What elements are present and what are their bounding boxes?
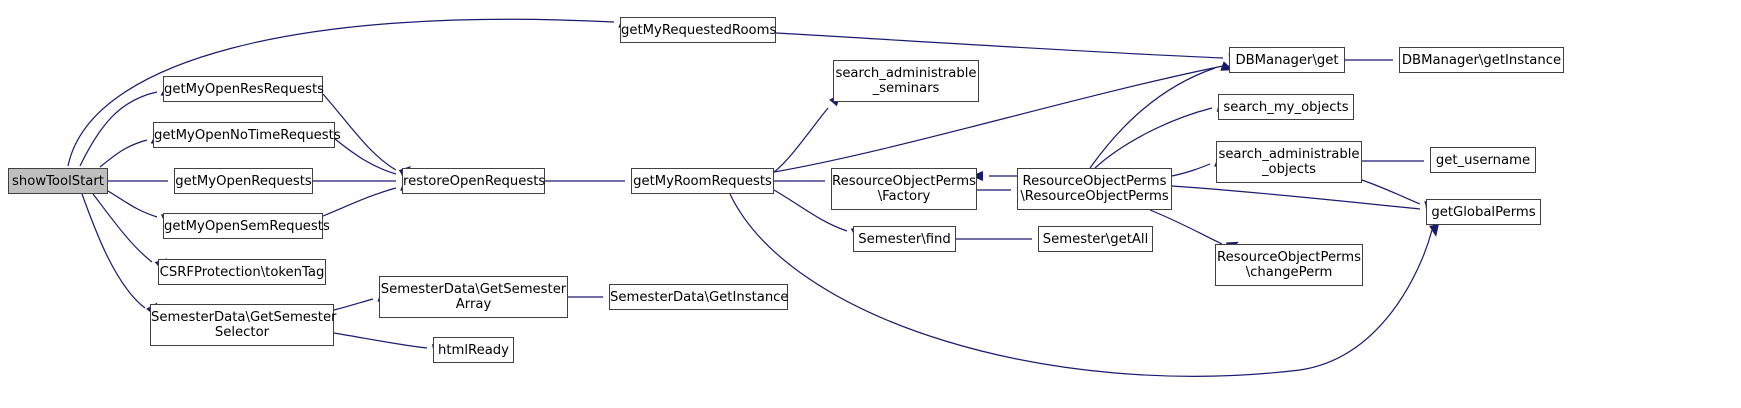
- edge-getMyRequestedRooms-to-DBManagerGet: [775, 32, 1224, 59]
- edge-showToolStart-to-getMyOpenSemRequests: [107, 190, 158, 218]
- graph-node-label: getMyOpenNoTimeRequests: [154, 127, 341, 143]
- graph-node-getMyOpenSemRequests[interactable]: getMyOpenSemRequests: [163, 213, 330, 239]
- edge-ROPROP-to-search_administrable_objects: [1171, 163, 1211, 177]
- graph-node-SemesterData_GetInstance[interactable]: SemesterData\GetInstance: [609, 284, 789, 310]
- graph-node-get_username[interactable]: get_username: [1430, 147, 1536, 173]
- graph-node-label: ResourceObjectPerms \Factory: [832, 174, 976, 204]
- graph-node-label: search_my_objects: [1223, 99, 1349, 115]
- edge-getMyOpenNoTimeRequests-to-restoreOpenRequests: [334, 138, 397, 175]
- edge-showToolStart-to-getMyRequestedRooms: [67, 18, 615, 167]
- graph-node-SemesterData_GetSemesterArray[interactable]: SemesterData\GetSemester Array: [379, 276, 568, 318]
- graph-node-label: getMyRequestedRooms: [621, 22, 777, 38]
- graph-node-label: getMyOpenRequests: [175, 173, 312, 189]
- graph-node-label: SemesterData\GetSemester Selector: [151, 310, 337, 340]
- edge-SemesterSelector-to-SemesterArray: [333, 298, 374, 311]
- graph-node-Semester_find[interactable]: Semester\find: [853, 226, 956, 252]
- graph-node-label: Semester\find: [858, 231, 951, 247]
- graph-node-label: getMyOpenSemRequests: [164, 218, 330, 234]
- graph-node-label: restoreOpenRequests: [403, 173, 546, 189]
- edge-ROPROP-to-search_my_objects: [1094, 107, 1213, 169]
- graph-node-label: ResourceObjectPerms \ResourceObjectPerms: [1020, 174, 1169, 204]
- edge-ROPROP-to-changePerm: [1149, 209, 1223, 245]
- edge-showToolStart-to-getMyOpenResRequests: [79, 91, 158, 167]
- graph-node-label: SemesterData\GetInstance: [610, 289, 789, 305]
- graph-node-ResourceObjectPerms_changePerm[interactable]: ResourceObjectPerms \changePerm: [1215, 244, 1363, 286]
- edge-getMyOpenSemRequests-to-restoreOpenRequests: [322, 187, 397, 217]
- graph-node-getMyRoomRequests[interactable]: getMyRoomRequests: [631, 168, 774, 194]
- graph-node-CSRFProtection_tokenTag[interactable]: CSRFProtection\tokenTag: [158, 259, 326, 285]
- graph-node-label: ResourceObjectPerms \changePerm: [1217, 250, 1361, 280]
- graph-node-getMyRequestedRooms[interactable]: getMyRequestedRooms: [620, 17, 776, 43]
- graph-node-search_my_objects[interactable]: search_my_objects: [1218, 94, 1354, 120]
- graph-node-label: getMyOpenResRequests: [164, 81, 325, 97]
- graph-node-ResourceObjectPerms_ResourceObjectPerms[interactable]: ResourceObjectPerms \ResourceObjectPerms: [1017, 168, 1172, 210]
- edge-showToolStart-to-getMyOpenNoTimeRequests: [99, 139, 148, 168]
- graph-node-label: getMyRoomRequests: [633, 173, 772, 189]
- graph-node-search_administrable_seminars[interactable]: search_administrable _seminars: [833, 60, 979, 102]
- graph-node-label: htmlReady: [438, 342, 509, 358]
- graph-node-htmlReady[interactable]: htmlReady: [433, 337, 514, 363]
- edge-showToolStart-to-SemesterSelector: [81, 193, 146, 309]
- edge-ROPROP-to-DBManagerGet: [1089, 67, 1216, 169]
- arrowhead-getMyRoomRequests-to-getGlobalPerms: [1429, 224, 1439, 237]
- graph-node-getMyOpenResRequests[interactable]: getMyOpenResRequests: [163, 76, 325, 102]
- graph-node-DBManager_getInstance[interactable]: DBManager\getInstance: [1399, 47, 1564, 73]
- graph-node-Semester_getAll[interactable]: Semester\getAll: [1038, 226, 1153, 252]
- graph-node-label: getGlobalPerms: [1431, 204, 1536, 220]
- graph-node-SemesterData_GetSemesterSelector[interactable]: SemesterData\GetSemester Selector: [150, 304, 337, 346]
- edge-ROPROP-to-getGlobalPerms: [1171, 185, 1421, 210]
- edge-SemesterSelector-to-htmlReady: [333, 332, 428, 349]
- graph-node-label: search_administrable _seminars: [835, 66, 977, 96]
- graph-node-getGlobalPerms[interactable]: getGlobalPerms: [1426, 199, 1541, 225]
- graph-node-label: SemesterData\GetSemester Array: [380, 282, 567, 312]
- graph-node-search_administrable_objects[interactable]: search_administrable _objects: [1216, 141, 1362, 183]
- graph-node-label: get_username: [1435, 152, 1531, 168]
- edge-search_administrable_objects-to-getGlobalPerms: [1361, 179, 1421, 205]
- graph-node-restoreOpenRequests[interactable]: restoreOpenRequests: [402, 168, 545, 194]
- edge-showToolStart-to-CSRFProtection: [92, 193, 153, 263]
- graph-node-getMyOpenRequests[interactable]: getMyOpenRequests: [174, 168, 313, 194]
- graph-node-label: CSRFProtection\tokenTag: [159, 264, 325, 280]
- graph-node-label: DBManager\get: [1235, 52, 1339, 68]
- graph-node-DBManager_get[interactable]: DBManager\get: [1229, 47, 1345, 73]
- graph-node-getMyOpenNoTimeRequests[interactable]: getMyOpenNoTimeRequests: [153, 122, 341, 148]
- edge-getMyRoomRequests-to-search_administrable_seminars: [773, 107, 829, 173]
- graph-node-label: search_administrable _objects: [1218, 147, 1360, 177]
- graph-node-label: Semester\getAll: [1042, 231, 1149, 247]
- graph-node-label: DBManager\getInstance: [1401, 52, 1562, 68]
- graph-node-showToolStart[interactable]: showToolStart: [8, 168, 108, 194]
- graph-node-ResourceObjectPerms_Factory[interactable]: ResourceObjectPerms \Factory: [831, 168, 977, 210]
- graph-node-label: showToolStart: [12, 173, 104, 189]
